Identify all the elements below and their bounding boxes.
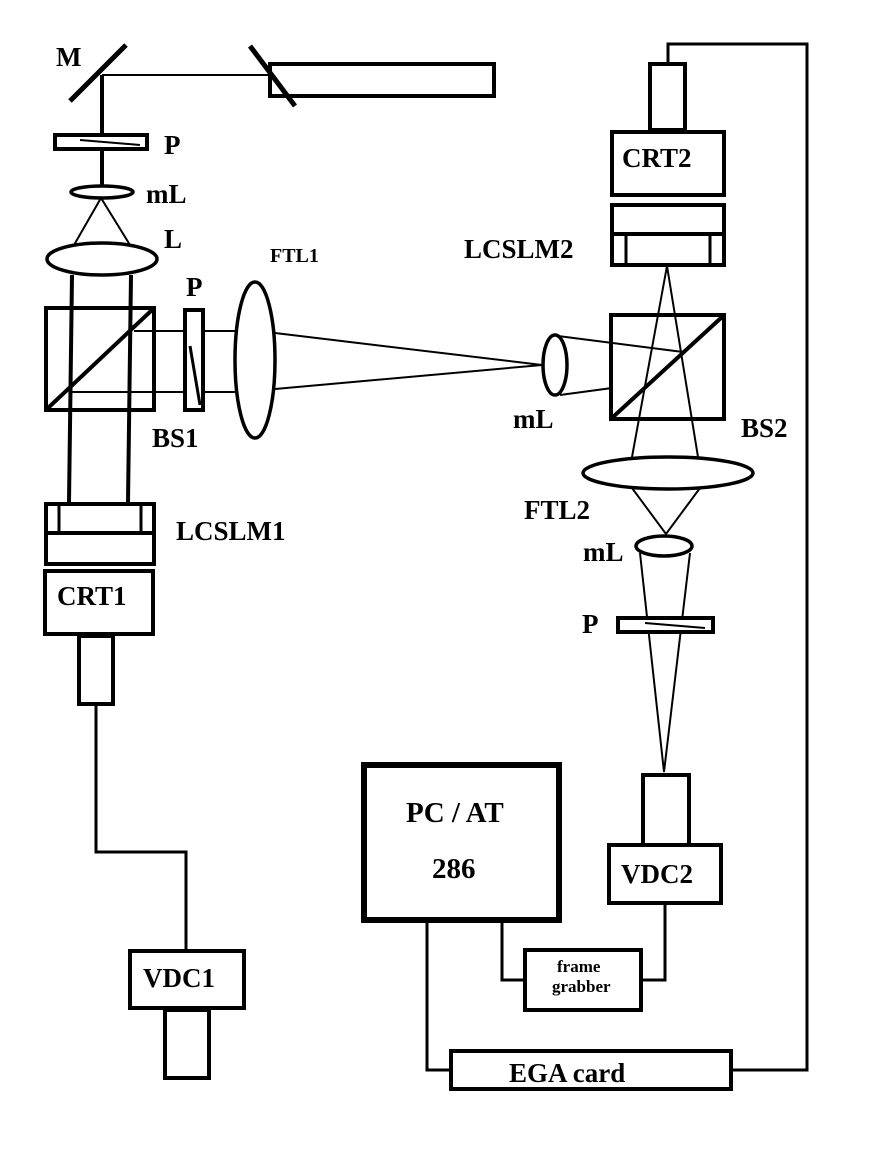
label-microlens-mid: mL [513, 404, 554, 434]
vdc2 [607, 843, 723, 905]
label-bs1: BS1 [152, 423, 199, 453]
lens-l [45, 241, 159, 277]
wire-pc-ega [425, 922, 451, 1072]
frame-grabber [523, 948, 643, 1012]
crt1-neck [77, 634, 115, 706]
microlens-mid [541, 333, 569, 397]
label-lcslm1: LCSLM1 [176, 516, 286, 546]
ftl1-converging-rays [274, 332, 543, 390]
microlens-bottom [634, 534, 694, 558]
label-pc-line2: 286 [432, 853, 476, 885]
laser [268, 62, 496, 98]
beam-splitter-1 [44, 306, 156, 412]
beam-right-edge [126, 274, 133, 503]
label-ftl1: FTL1 [270, 245, 319, 267]
label-polarizer-bottom: P [582, 609, 599, 639]
label-pc-line1: PC / AT [406, 797, 504, 829]
label-mirror: M [56, 42, 81, 72]
ega-card [449, 1049, 733, 1091]
rays-lcslm2-ftl2 [631, 265, 699, 458]
cone-ftl2-microlens [631, 487, 701, 536]
label-microlens-bottom: mL [583, 537, 624, 567]
label-vdc1: VDC1 [143, 963, 215, 993]
label-bs2: BS2 [741, 413, 788, 443]
label-ftl2: FTL2 [524, 495, 590, 525]
cone-to-lens [73, 196, 131, 246]
wire-ega-crt2 [666, 42, 809, 1072]
label-lcslm2: LCSLM2 [464, 234, 574, 264]
label-frame-grabber-line1: frame [557, 957, 601, 976]
ftl1-lens [233, 280, 277, 440]
label-crt1: CRT1 [57, 581, 127, 611]
rays-microlens-vdc2 [639, 552, 691, 773]
crt2 [610, 130, 726, 197]
label-polarizer-top: P [164, 130, 181, 160]
crt1 [43, 569, 155, 636]
label-vdc2: VDC2 [621, 859, 693, 889]
beam-ml-to-bs2-upper [557, 335, 684, 353]
polarizer-mid [183, 308, 205, 412]
beam-ml-to-bs2-lower [559, 387, 613, 396]
label-lens: L [164, 224, 182, 254]
label-microlens-top: mL [146, 179, 187, 209]
crt2-neck [648, 62, 687, 132]
ftl2-lens [581, 455, 755, 491]
vdc2-lens [641, 773, 691, 847]
microlens-top [69, 184, 135, 200]
lcslm2 [610, 203, 726, 267]
mirror-m [68, 43, 128, 103]
vdc1-lens [163, 1008, 211, 1080]
wire-pc-frame-grabber [500, 922, 525, 982]
lcslm1 [44, 502, 156, 566]
label-crt2: CRT2 [622, 143, 692, 173]
laser-mirror [248, 44, 297, 108]
wire-crt1-vdc1 [94, 704, 188, 950]
polarizer-bottom [616, 616, 715, 634]
label-frame-grabber-line2: grabber [552, 977, 611, 996]
pc-at-286 [361, 762, 562, 923]
label-ega-card: EGA card [509, 1058, 625, 1088]
label-polarizer-mid: P [186, 272, 203, 302]
wire-vdc2-frame-grabber [641, 903, 667, 982]
beam-splitter-2 [609, 313, 726, 421]
polarizer-top [53, 133, 149, 151]
